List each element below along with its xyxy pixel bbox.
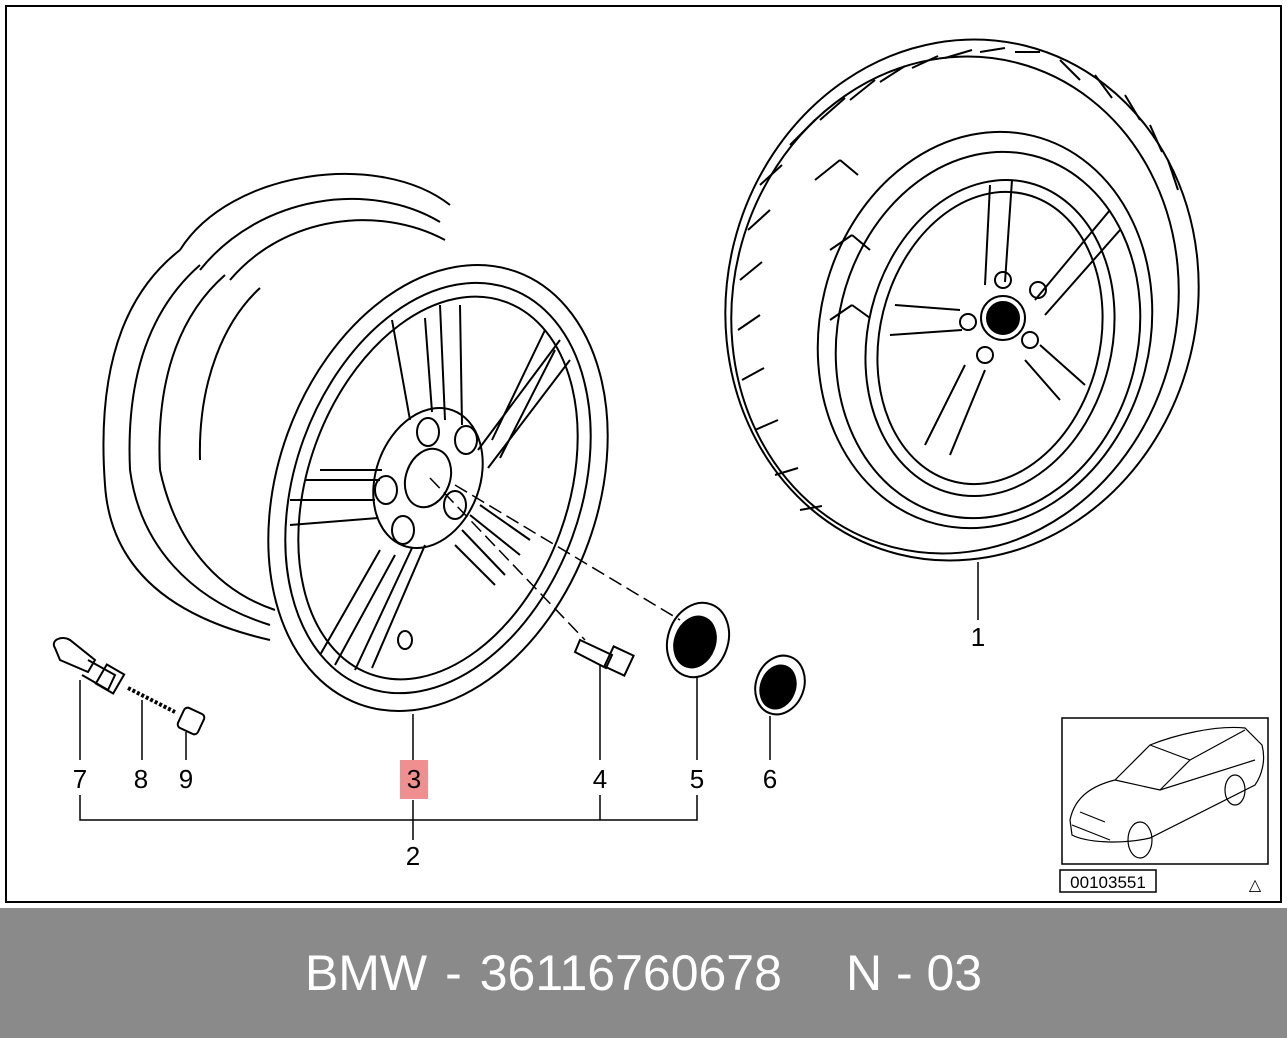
callout-5[interactable]: 5: [690, 764, 704, 794]
callout-highlight: [400, 760, 428, 799]
footer-brand: BMW: [304, 945, 428, 1001]
callout-7[interactable]: 7: [73, 764, 87, 794]
callout-6[interactable]: 6: [763, 764, 777, 794]
callout-2[interactable]: 2: [406, 841, 420, 871]
car-inset: [1061, 717, 1269, 865]
hub-cap: [665, 601, 731, 679]
rim-drawing: [102, 173, 609, 712]
emblem: [754, 654, 806, 716]
footer-part-number: 36116760678: [479, 945, 782, 1001]
callout-9[interactable]: 9: [179, 764, 193, 794]
warning-triangle-icon: △: [1249, 875, 1262, 894]
callout-4[interactable]: 4: [593, 764, 607, 794]
assembly-lines: [429, 477, 681, 641]
callout-8[interactable]: 8: [134, 764, 148, 794]
car-outline-icon: [1069, 726, 1265, 859]
valve-parts: [52, 637, 206, 736]
callout-1[interactable]: 1: [971, 622, 985, 652]
complete-wheel-drawing: [724, 38, 1200, 562]
footer-bar: BMW - 36116760678 N - 03: [0, 908, 1287, 1038]
footer-catalog-code: N - 03: [845, 945, 983, 1001]
diagram-id: 00103551: [1070, 873, 1146, 892]
parts-diagram: 1 2 3 4 5 6 7 8 9 00103551 △: [5, 5, 1282, 903]
wheel-bolt: [573, 638, 635, 677]
callout-3[interactable]: 3: [407, 764, 421, 794]
footer-separator: -: [445, 945, 462, 1001]
leader-lines: [79, 562, 979, 840]
diagram-id-box: [1059, 869, 1157, 893]
diagram-panel: 1 2 3 4 5 6 7 8 9 00103551 △: [5, 5, 1282, 903]
diagram-border: [5, 5, 1282, 903]
